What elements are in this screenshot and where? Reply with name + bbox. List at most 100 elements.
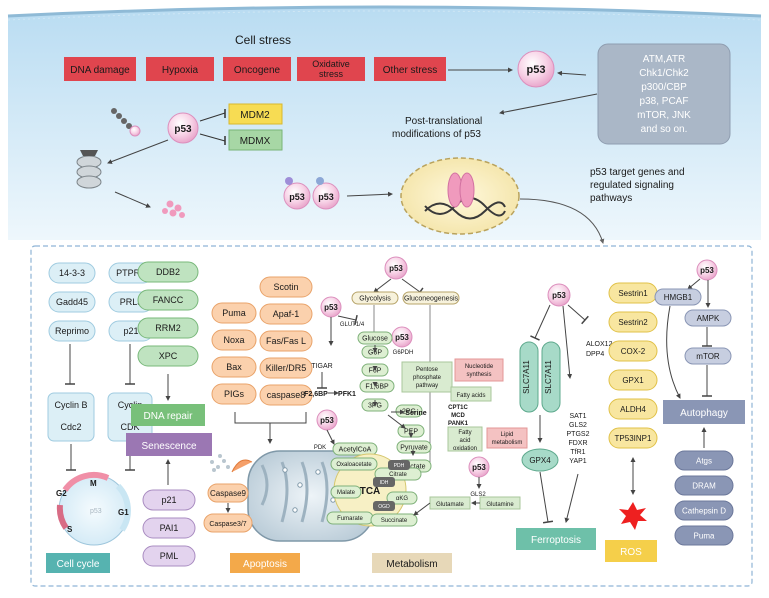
stress-box-0 — [64, 57, 136, 81]
p53-to-glut-bar — [354, 314, 358, 326]
glutamate-label: Glutamate — [436, 502, 464, 508]
fa-ox-line-2: oxidation — [453, 446, 477, 452]
fatty-acids-label: Fatty acids — [456, 393, 485, 399]
tca-label: TCA — [360, 486, 381, 497]
kinase-line-5: and so on. — [641, 124, 688, 135]
kinase-line-0: ATM,ATR — [643, 54, 685, 65]
ampk-box — [684, 309, 732, 327]
degraded-fragments-icon — [162, 200, 185, 218]
fatty-acids-box — [450, 386, 492, 402]
alox-label-1: DPP4 — [586, 351, 604, 358]
g6pdh-label: G6PDH — [393, 350, 414, 356]
ferroptosis-title: Ferroptosis — [531, 535, 581, 546]
autophagy-title: Autophagy — [680, 408, 728, 419]
p53-to-park2 — [326, 429, 335, 445]
phase-g2: G2 — [56, 489, 67, 498]
slc-label-0: SLC7A11 — [522, 360, 531, 394]
met-chain-1-label: F6P — [369, 368, 382, 375]
cycle-center-label: p53 — [90, 508, 102, 515]
apo-right-4-label: caspase8 — [267, 390, 306, 400]
cdk-label: CDK — [120, 422, 139, 432]
apo-right-0-label: Scotin — [273, 282, 298, 292]
cell-cycle-wheel: p53 M G1 S G2 — [56, 471, 131, 546]
fe-p53-slc — [534, 304, 551, 339]
tca-node-3-box — [386, 491, 418, 505]
to-proteasome-arrow — [107, 139, 169, 164]
complex-label-1: IDH — [380, 480, 389, 486]
nucleus — [400, 157, 520, 235]
fa-gene-0: CPT1C — [448, 405, 468, 411]
to-nucleus-arrow — [346, 191, 393, 197]
ptm-label-line2: modifications of p53 — [392, 129, 481, 140]
met-p53-top-circle — [384, 256, 408, 280]
cdc2-label: Cdc2 — [60, 422, 81, 432]
senescence-title-box — [126, 433, 212, 456]
au-gene-1-box — [674, 475, 734, 496]
met-chain-7-label: Lactate — [403, 464, 426, 471]
stress-label-0: DNA damage — [70, 65, 130, 76]
mtor-box — [684, 347, 732, 365]
tca-node-5-box — [370, 513, 418, 527]
mdm2-label: MDM2 — [240, 110, 270, 121]
ub-p53-label: p53 — [289, 192, 305, 202]
alox-label-0: ALOX12 — [586, 341, 613, 348]
sen-gene-0-box — [142, 489, 196, 511]
met-p53-pdk-label: p53 — [320, 416, 334, 425]
sat-to-ferroptosis — [564, 473, 579, 523]
au-p53-label: p53 — [700, 266, 714, 275]
nucleus-to-targets-arrow — [519, 198, 605, 244]
tca-node-1-label: Citrate — [389, 472, 407, 478]
mdmx-box — [228, 129, 283, 151]
apo-right-2-box — [259, 330, 313, 352]
ros-gene-4-box — [608, 398, 658, 420]
cell-cycle-title-box — [46, 553, 110, 573]
stress-label-2: Oncogene — [234, 65, 281, 76]
glut-label: GLUT1/4 — [340, 322, 365, 328]
au-p53-hmgb1 — [687, 278, 701, 290]
mtor-label: mTOR — [696, 352, 720, 361]
caspase37-box — [203, 513, 253, 533]
ros-gene-5-box — [608, 427, 658, 449]
cell-stress-title: Cell stress — [235, 33, 291, 47]
ubiquitinated-p53-icon — [111, 108, 141, 137]
sat-label-4: TfR1 — [570, 449, 585, 456]
sen-gene-1-box — [142, 517, 196, 539]
dna-gene-1-box — [137, 289, 199, 311]
met-chain-0-label: G6P — [368, 350, 382, 357]
stress-label-1: Hypoxia — [162, 65, 199, 76]
cc-left-0-label: 14-3-3 — [59, 268, 85, 278]
au-gene-1-label: DRAM — [692, 481, 716, 490]
complex-label-0: PDH — [394, 463, 405, 469]
gpx4-box — [521, 448, 559, 472]
complex-box-2 — [373, 501, 395, 511]
sen-gene-0-label: p21 — [161, 495, 176, 505]
sen-gene-1-label: PAI1 — [160, 523, 179, 533]
kinases-to-ptm-arrow — [499, 93, 598, 115]
met-chain-6-label: Pyruvate — [400, 445, 428, 452]
hmgb1-label: HMGB1 — [664, 293, 693, 302]
dna-gene-0-box — [137, 261, 199, 283]
kinase-line-3: p38, PCAF — [640, 96, 689, 107]
sen-gene-2-box — [142, 545, 196, 567]
cyclinb-box — [47, 392, 95, 442]
apoptosis-title: Apoptosis — [243, 559, 287, 570]
complex-label-2: OGD — [378, 504, 390, 510]
to-fragments-arrow — [114, 191, 151, 208]
apo-left-0-box — [211, 302, 257, 324]
au-gene-3-label: Puma — [694, 531, 715, 540]
pdk-label: PDK — [314, 445, 326, 451]
glucose-label: Glucose — [362, 336, 388, 343]
fe-p53-alox — [567, 304, 586, 321]
cc-left-2-label: Reprimo — [55, 326, 89, 336]
apo-left-2-label: Bax — [226, 362, 242, 372]
tca-node-3-label: αKG — [396, 496, 408, 502]
tigar-label: TIGAR — [311, 363, 332, 370]
cell-cycle-title: Cell cycle — [57, 559, 100, 570]
stress-label-3-b: stress — [319, 69, 344, 79]
apo-left-1-label: Noxa — [223, 335, 244, 345]
tca-node-2-label: Malate — [337, 490, 356, 496]
